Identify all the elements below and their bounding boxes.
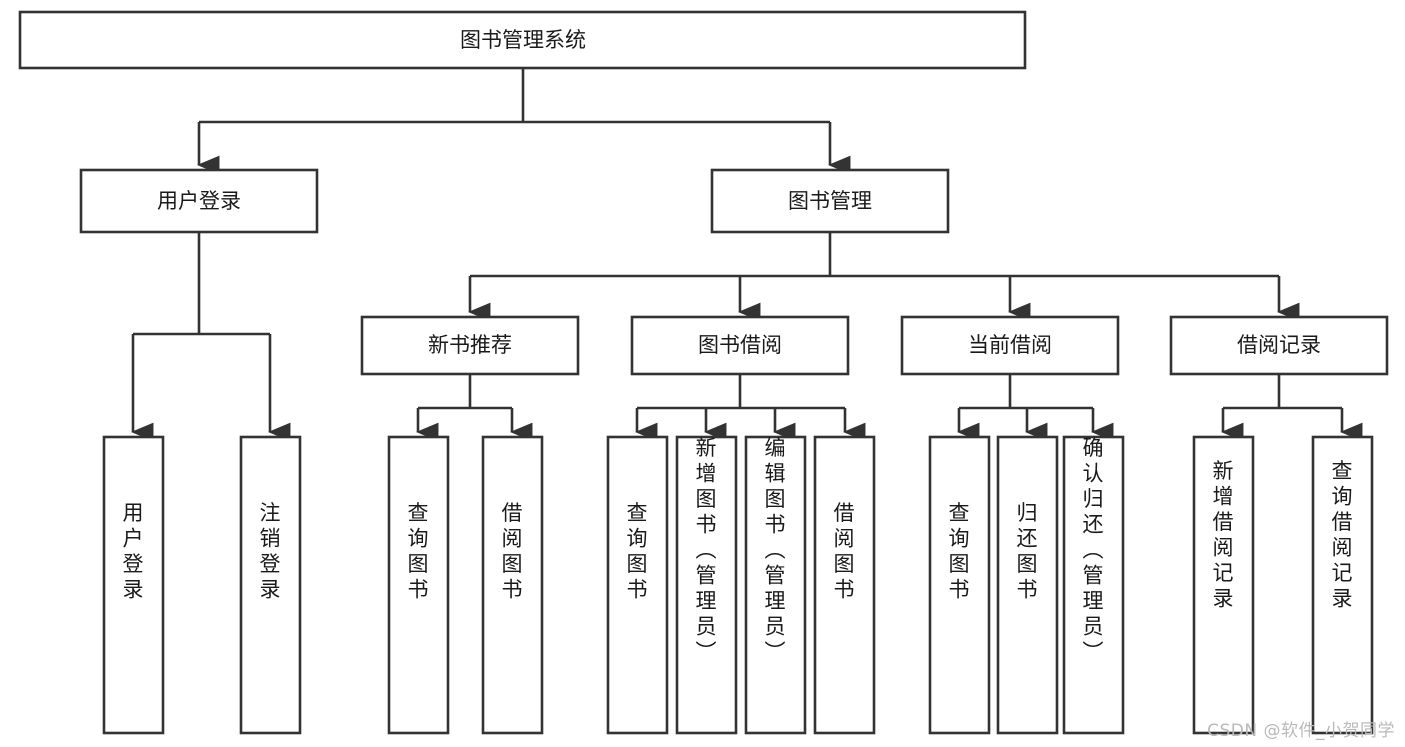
leaf-query-record-box[interactable] bbox=[1311, 435, 1374, 735]
node-book-borrow[interactable]: 图书借阅 bbox=[630, 315, 850, 376]
leaf-add-record-box[interactable] bbox=[1192, 435, 1255, 735]
leaf-borrow-book-2-label: 借阅图书 bbox=[834, 501, 855, 602]
leaf-add-record-label: 新增借阅记录 bbox=[1213, 459, 1234, 611]
leaf-query-book-2[interactable]: 查询图书 bbox=[606, 435, 669, 735]
leaf-query-record-label: 查询借阅记录 bbox=[1332, 459, 1353, 611]
node-user-login-label: 用户登录 bbox=[157, 189, 241, 213]
node-book-borrow-label: 图书借阅 bbox=[698, 333, 782, 357]
leaf-edit-book[interactable]: 编辑图书︵管理员︶ bbox=[744, 435, 807, 735]
node-book-management-box[interactable] bbox=[710, 168, 950, 234]
leaf-add-book-label: 新增图书︵管理员︶ bbox=[696, 436, 717, 664]
node-root-label: 图书管理系统 bbox=[460, 28, 586, 52]
connector-group-new-book-recommend bbox=[416, 374, 533, 442]
leaf-query-book-3[interactable]: 查询图书 bbox=[928, 435, 991, 735]
leaf-borrow-book-2-box[interactable] bbox=[813, 435, 876, 735]
leaf-confirm-return[interactable]: 确认归还︵管理员︶ bbox=[1062, 435, 1125, 735]
leaf-add-book[interactable]: 新增图书︵管理员︶ bbox=[675, 435, 738, 735]
connector-group-borrow-record bbox=[1221, 374, 1363, 442]
leaf-user-login-label: 用户登录 bbox=[123, 501, 144, 602]
leaf-borrow-book-1-box[interactable] bbox=[481, 435, 544, 735]
leaf-return-book-box[interactable] bbox=[996, 435, 1059, 735]
leaf-query-book-1-box[interactable] bbox=[387, 435, 450, 735]
leaf-return-book-label: 归还图书 bbox=[1017, 501, 1038, 602]
leaf-borrow-book-1-label: 借阅图书 bbox=[502, 501, 523, 602]
node-new-book-recommend[interactable]: 新书推荐 bbox=[360, 315, 580, 376]
node-new-book-recommend-box[interactable] bbox=[360, 315, 580, 376]
node-borrow-record-box[interactable] bbox=[1169, 315, 1389, 376]
node-borrow-record[interactable]: 借阅记录 bbox=[1169, 315, 1389, 376]
leaf-query-book-1[interactable]: 查询图书 bbox=[387, 435, 450, 735]
node-current-borrow[interactable]: 当前借阅 bbox=[900, 315, 1120, 376]
connector-group-current-borrow bbox=[957, 374, 1114, 442]
leaf-user-logout-label: 注销登录 bbox=[260, 501, 281, 602]
node-root[interactable]: 图书管理系统 bbox=[18, 10, 1027, 70]
leaf-query-book-1-label: 查询图书 bbox=[408, 501, 429, 602]
leaf-query-book-3-box[interactable] bbox=[928, 435, 991, 735]
leaf-return-book[interactable]: 归还图书 bbox=[996, 435, 1059, 735]
node-book-management-label: 图书管理 bbox=[788, 189, 872, 213]
leaf-add-record[interactable]: 新增借阅记录 bbox=[1192, 435, 1255, 735]
node-current-borrow-label: 当前借阅 bbox=[968, 333, 1052, 357]
leaf-confirm-return-box[interactable] bbox=[1062, 435, 1125, 735]
leaf-user-logout-box[interactable] bbox=[239, 435, 302, 735]
connector-group-book-management bbox=[468, 232, 1300, 322]
node-book-borrow-box[interactable] bbox=[630, 315, 850, 376]
leaf-query-book-3-label: 查询图书 bbox=[949, 501, 970, 602]
node-user-login[interactable]: 用户登录 bbox=[79, 168, 319, 234]
node-borrow-record-label: 借阅记录 bbox=[1237, 333, 1321, 357]
node-new-book-recommend-label: 新书推荐 bbox=[428, 333, 512, 357]
node-user-login-box[interactable] bbox=[79, 168, 319, 234]
leaf-query-book-2-label: 查询图书 bbox=[627, 501, 648, 602]
leaf-user-login-box[interactable] bbox=[102, 435, 165, 735]
leaf-borrow-book-2[interactable]: 借阅图书 bbox=[813, 435, 876, 735]
connector-group-root bbox=[197, 68, 851, 175]
node-root-box[interactable] bbox=[18, 10, 1027, 70]
leaf-edit-book-label: 编辑图书︵管理员︶ bbox=[765, 436, 786, 664]
connector-group-user-login bbox=[131, 232, 291, 442]
node-current-borrow-box[interactable] bbox=[900, 315, 1120, 376]
leaf-query-book-2-box[interactable] bbox=[606, 435, 669, 735]
leaf-add-book-box[interactable] bbox=[675, 435, 738, 735]
leaf-user-logout[interactable]: 注销登录 bbox=[239, 435, 302, 735]
leaf-edit-book-box[interactable] bbox=[744, 435, 807, 735]
leaf-user-login[interactable]: 用户登录 bbox=[102, 435, 165, 735]
csdn-watermark: CSDN @软件_小贺同学 bbox=[1207, 721, 1395, 741]
leaf-borrow-book-1[interactable]: 借阅图书 bbox=[481, 435, 544, 735]
leaf-query-record[interactable]: 查询借阅记录 bbox=[1311, 435, 1374, 735]
connector-group-book-borrow bbox=[635, 374, 866, 442]
leaf-confirm-return-label: 确认归还︵管理员︶ bbox=[1083, 436, 1104, 664]
node-book-management[interactable]: 图书管理 bbox=[710, 168, 950, 234]
